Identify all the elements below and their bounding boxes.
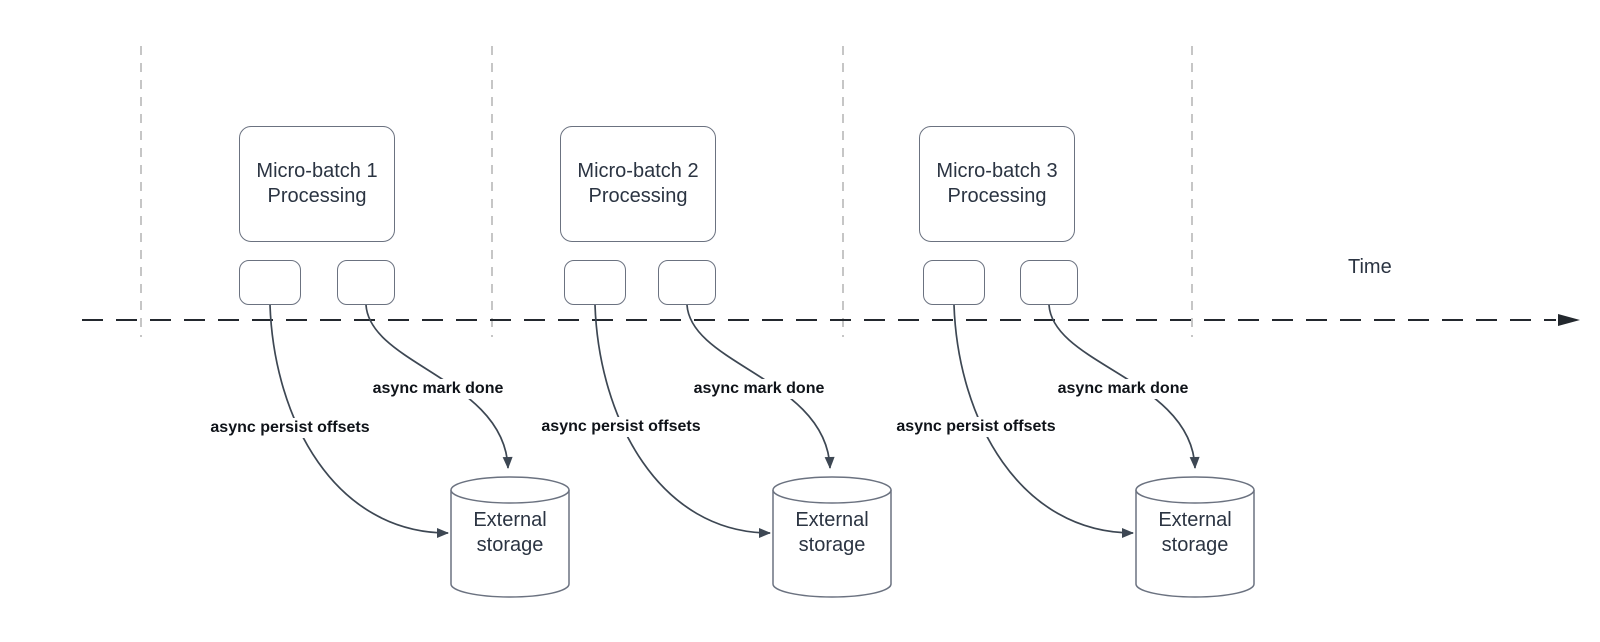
mark-done-arrow-3 bbox=[1048, 304, 1200, 469]
persist-offsets-arrow-2 bbox=[594, 304, 771, 538]
micro-batch-1-processing-box: Micro-batch 1 Processing bbox=[239, 126, 395, 242]
external-storage-label-1-line1: External bbox=[473, 509, 547, 531]
external-storage-label-2-line2: storage bbox=[798, 534, 866, 556]
external-storage-label-2-line1: External bbox=[795, 509, 869, 531]
micro-batch-2-title-line2: Processing bbox=[588, 185, 688, 207]
persist-offsets-task-box-2 bbox=[564, 260, 626, 305]
mark-done-arrow-1 bbox=[365, 304, 513, 469]
mark-done-task-box-3 bbox=[1020, 260, 1078, 305]
micro-batch-2-title-line1: Micro-batch 2 bbox=[577, 160, 699, 182]
micro-batch-3-processing-box: Micro-batch 3 Processing bbox=[919, 126, 1075, 242]
external-storage-label-3-line2: storage bbox=[1161, 534, 1229, 556]
persist-offsets-label-2: async persist offsets bbox=[538, 417, 704, 437]
persist-offsets-arrow-3 bbox=[953, 304, 1134, 538]
micro-batch-1-title-line2: Processing bbox=[267, 185, 367, 207]
external-storage-label-1: External storage bbox=[451, 508, 569, 558]
time-axis-label: Time bbox=[1348, 256, 1392, 278]
external-storage-label-3-line1: External bbox=[1158, 509, 1232, 531]
external-storage-label-1-line2: storage bbox=[476, 534, 544, 556]
micro-batch-3-title-line2: Processing bbox=[947, 185, 1047, 207]
mark-done-task-box-2 bbox=[658, 260, 716, 305]
mark-done-task-box-1 bbox=[337, 260, 395, 305]
external-storage-label-2: External storage bbox=[773, 508, 891, 558]
mark-done-label-3: async mark done bbox=[1054, 379, 1192, 399]
mark-done-label-2: async mark done bbox=[690, 379, 828, 399]
external-storage-cylinder-2 bbox=[772, 476, 892, 598]
time-axis-arrowhead-icon bbox=[1558, 314, 1580, 326]
persist-offsets-task-box-3 bbox=[923, 260, 985, 305]
persist-offsets-task-box-1 bbox=[239, 260, 301, 305]
persist-offsets-arrow-1 bbox=[269, 304, 449, 538]
mark-done-label-1: async mark done bbox=[369, 379, 507, 399]
external-storage-cylinder-1 bbox=[450, 476, 570, 598]
persist-offsets-label-1: async persist offsets bbox=[207, 418, 373, 438]
external-storage-cylinder-3 bbox=[1135, 476, 1255, 598]
micro-batch-3-title-line1: Micro-batch 3 bbox=[936, 160, 1058, 182]
external-storage-label-3: External storage bbox=[1136, 508, 1254, 558]
mark-done-arrow-2 bbox=[686, 304, 835, 469]
micro-batch-2-processing-box: Micro-batch 2 Processing bbox=[560, 126, 716, 242]
micro-batch-1-title-line1: Micro-batch 1 bbox=[256, 160, 378, 182]
persist-offsets-label-3: async persist offsets bbox=[893, 417, 1059, 437]
